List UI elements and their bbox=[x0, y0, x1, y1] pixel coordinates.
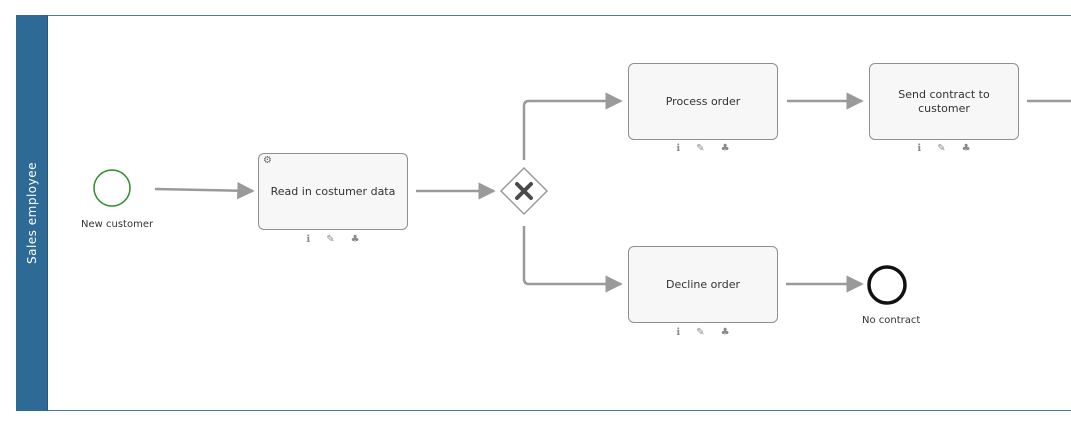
info-icon[interactable]: ℹ bbox=[676, 143, 681, 154]
task-read-customer-data[interactable]: ⚙ Read in costumer data bbox=[258, 153, 408, 230]
gear-icon: ⚙ bbox=[263, 155, 272, 166]
hierarchy-icon[interactable]: ♣ bbox=[350, 234, 360, 245]
attachment-icon[interactable]: ✎ bbox=[696, 143, 705, 154]
flow-start-to-read[interactable] bbox=[154, 181, 255, 200]
hierarchy-icon[interactable]: ♣ bbox=[961, 143, 971, 154]
info-icon[interactable]: ℹ bbox=[676, 327, 681, 338]
flow-gateway-to-process[interactable] bbox=[522, 92, 623, 160]
task-decline-order[interactable]: Decline order bbox=[628, 246, 778, 323]
attachment-icon[interactable]: ✎ bbox=[696, 327, 705, 338]
task-label: Process order bbox=[665, 94, 741, 108]
exclusive-gateway[interactable] bbox=[499, 166, 549, 216]
start-event[interactable] bbox=[93, 169, 131, 207]
task-decline-toolbar: ℹ ✎ ♣ bbox=[628, 328, 778, 338]
hierarchy-icon[interactable]: ♣ bbox=[720, 327, 730, 338]
end-event[interactable] bbox=[867, 265, 907, 305]
task-label: Send contract to customer bbox=[898, 87, 990, 115]
task-label: Decline order bbox=[666, 277, 740, 291]
task-process-toolbar: ℹ ✎ ♣ bbox=[628, 144, 778, 154]
task-send-contract[interactable]: Send contract to customer bbox=[869, 63, 1019, 140]
task-read-toolbar: ℹ ✎ ♣ bbox=[258, 235, 408, 245]
lane-header[interactable]: Sales employee bbox=[16, 15, 48, 411]
hierarchy-icon[interactable]: ♣ bbox=[720, 143, 730, 154]
task-process-order[interactable]: Process order bbox=[628, 63, 778, 140]
attachment-icon[interactable]: ✎ bbox=[937, 143, 946, 154]
info-icon[interactable]: ℹ bbox=[306, 234, 311, 245]
x-icon bbox=[515, 182, 533, 200]
task-send-toolbar: ℹ ✎ ♣ bbox=[869, 144, 1019, 154]
task-label: Read in costumer data bbox=[270, 184, 396, 198]
flow-gateway-to-decline[interactable] bbox=[522, 226, 623, 293]
attachment-icon[interactable]: ✎ bbox=[326, 234, 335, 245]
info-icon[interactable]: ℹ bbox=[917, 143, 922, 154]
end-event-label: No contract bbox=[862, 315, 921, 326]
start-event-label: New customer bbox=[81, 219, 154, 230]
